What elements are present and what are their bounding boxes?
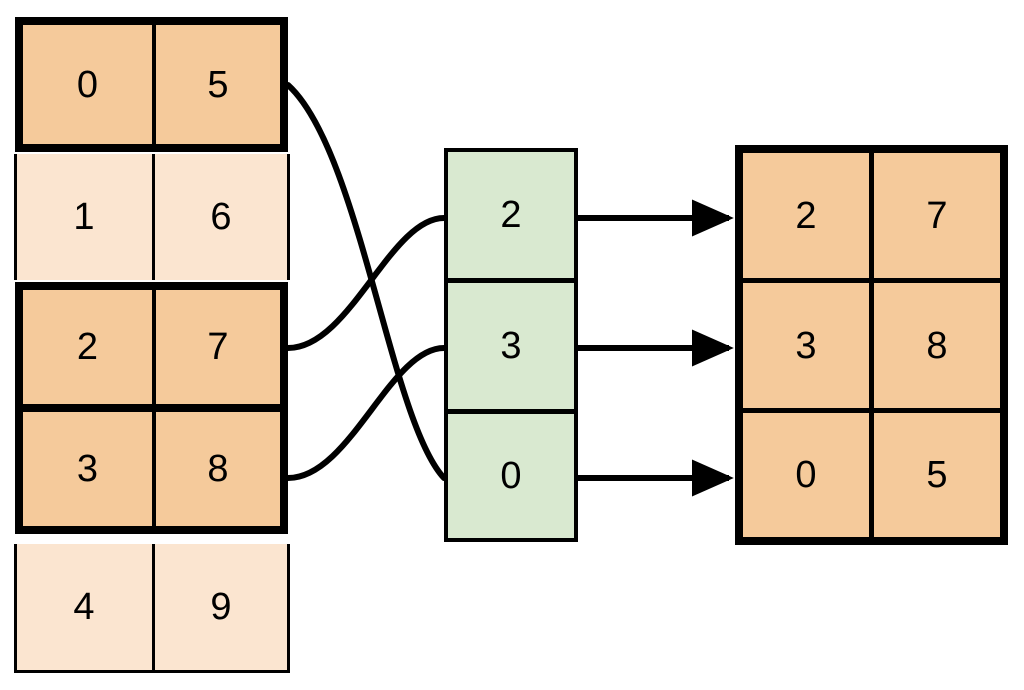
source-row-1-col-divider bbox=[152, 154, 155, 280]
cell-value: 0 bbox=[500, 455, 522, 497]
cell-value: 2 bbox=[500, 194, 522, 236]
cell-value: 0 bbox=[795, 454, 817, 496]
table-row: 7 bbox=[874, 153, 1000, 278]
table-row: 9 bbox=[155, 544, 287, 670]
cell-value: 9 bbox=[210, 586, 232, 628]
cell-value: 5 bbox=[207, 63, 229, 106]
curve-row-3-to-index-1 bbox=[285, 345, 447, 481]
cell-value: 6 bbox=[210, 196, 232, 238]
table-row: 0 bbox=[23, 25, 152, 144]
cell-value: 1 bbox=[73, 196, 95, 238]
cell-value: 8 bbox=[207, 448, 229, 490]
table-row: 8 bbox=[156, 412, 280, 526]
cell-value: 5 bbox=[926, 454, 948, 496]
table-row: 5 bbox=[874, 413, 1000, 537]
source-row-1-left-border bbox=[14, 154, 17, 280]
result-row-1-2-separator bbox=[743, 408, 1000, 413]
cell-value: 7 bbox=[207, 326, 229, 368]
source-row-2-col-divider bbox=[152, 290, 156, 404]
result-col-divider bbox=[869, 153, 874, 537]
index-table-top-border bbox=[444, 148, 578, 152]
source-row-4-col-divider bbox=[152, 544, 155, 673]
table-row: 5 bbox=[156, 25, 280, 144]
curve-row-2-to-index-0 bbox=[285, 215, 447, 351]
index-row-1-2-separator bbox=[448, 409, 574, 414]
index-table-left-border bbox=[444, 148, 448, 542]
cell-value: 2 bbox=[76, 326, 99, 368]
table-row: 3 bbox=[743, 283, 869, 408]
cell-value: 2 bbox=[795, 194, 817, 237]
source-row-3-col-divider bbox=[152, 412, 156, 526]
list-item: 3 bbox=[448, 283, 574, 409]
cell-value: 3 bbox=[76, 448, 99, 490]
cell-value: 3 bbox=[500, 325, 522, 367]
index-table-bottom-border bbox=[444, 538, 578, 542]
cell-value: 8 bbox=[926, 324, 948, 367]
table-row: 2 bbox=[23, 290, 152, 404]
cell-value: 4 bbox=[73, 586, 95, 628]
table-row: 8 bbox=[874, 283, 1000, 408]
index-row-0-1-separator bbox=[448, 278, 574, 283]
curve-row-0-to-index-2 bbox=[285, 82, 447, 481]
result-row-0-1-separator bbox=[743, 278, 1000, 283]
table-row: 2 bbox=[743, 153, 869, 278]
table-row: 1 bbox=[16, 154, 152, 280]
source-row-1-right-border bbox=[287, 154, 290, 280]
list-item: 2 bbox=[448, 152, 574, 278]
source-table-bottom-border bbox=[14, 670, 290, 673]
index-table-right-border bbox=[574, 148, 578, 542]
source-row-4-right-border bbox=[287, 544, 290, 673]
table-row: 0 bbox=[743, 413, 869, 537]
table-row: 7 bbox=[156, 290, 280, 404]
table-row: 4 bbox=[16, 544, 152, 670]
list-item: 0 bbox=[448, 414, 574, 538]
cell-value: 3 bbox=[795, 324, 817, 367]
cell-value: 7 bbox=[926, 194, 948, 237]
source-row-2-3-separator bbox=[23, 404, 280, 412]
source-row-4-left-border bbox=[14, 544, 17, 673]
table-row: 6 bbox=[155, 154, 287, 280]
table-row: 3 bbox=[23, 412, 152, 526]
cell-value: 0 bbox=[76, 63, 99, 106]
source-row-0-col-divider bbox=[152, 25, 156, 144]
